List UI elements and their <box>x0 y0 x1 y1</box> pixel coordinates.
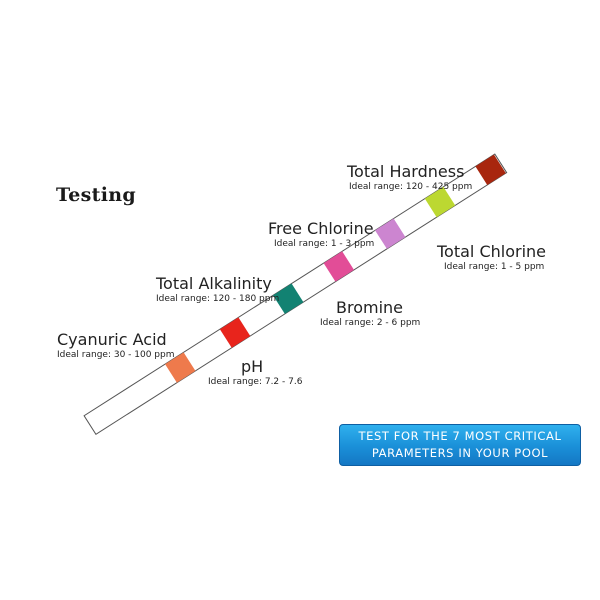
label-range: Ideal range: 120 - 425 ppm <box>349 182 473 192</box>
label-ph: pH Ideal range: 7.2 - 7.6 <box>208 357 302 388</box>
label-name: pH <box>241 357 264 376</box>
label-range: Ideal range: 120 - 180 ppm <box>156 294 280 304</box>
pad-bromine <box>323 251 354 282</box>
pad-ph <box>219 317 251 348</box>
pad-free-chlorine <box>375 218 406 249</box>
label-name: Bromine <box>336 298 404 317</box>
banner-line-1: TEST FOR THE 7 MOST CRITICAL <box>358 429 562 443</box>
pad-total-chlorine <box>424 186 456 218</box>
label-range: Ideal range: 30 - 100 ppm <box>57 350 175 360</box>
pad-total-hardness <box>475 154 506 185</box>
label-bromine: Bromine Ideal range: 2 - 6 ppm <box>320 298 420 329</box>
label-range: Ideal range: 1 - 5 ppm <box>444 262 545 272</box>
label-name: Cyanuric Acid <box>57 330 167 349</box>
label-name: Total Alkalinity <box>156 274 272 293</box>
label-total-alkalinity: Total Alkalinity Ideal range: 120 - 180 … <box>156 274 279 305</box>
label-range: Ideal range: 1 - 3 ppm <box>274 239 375 249</box>
banner-line-2: PARAMETERS IN YOUR POOL <box>371 446 549 460</box>
pad-total-alkalinity <box>273 283 304 314</box>
label-range: Ideal range: 7.2 - 7.6 <box>208 377 303 387</box>
label-range: Ideal range: 2 - 6 ppm <box>320 318 421 328</box>
label-free-chlorine: Free Chlorine Ideal range: 1 - 3 ppm <box>268 219 374 250</box>
page-title: Testing <box>56 184 136 206</box>
label-total-chlorine: Total Chlorine Ideal range: 1 - 5 ppm <box>437 242 546 273</box>
label-total-hardness: Total Hardness Ideal range: 120 - 425 pp… <box>347 162 472 193</box>
pad-cyanuric-acid <box>165 352 196 383</box>
label-cyanuric-acid: Cyanuric Acid Ideal range: 30 - 100 ppm <box>57 330 175 361</box>
label-name: Free Chlorine <box>268 219 374 238</box>
label-name: Total Hardness <box>347 162 465 181</box>
cta-banner: TEST FOR THE 7 MOST CRITICAL PARAMETERS … <box>339 424 581 466</box>
label-name: Total Chlorine <box>437 242 547 261</box>
